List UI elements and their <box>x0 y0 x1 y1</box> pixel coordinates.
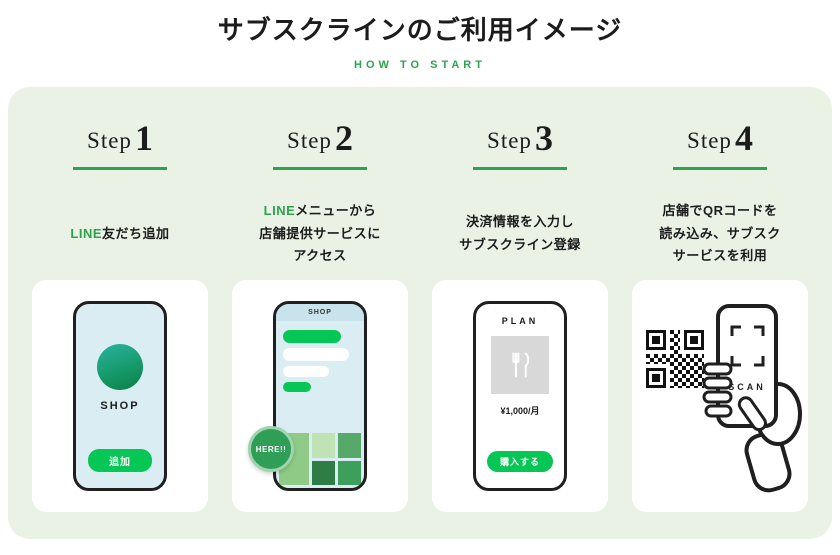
step-1-phone-illustration: SHOP 追加 <box>73 301 167 491</box>
step-4-heading: Step4 <box>673 117 767 170</box>
step-2-desc-text-2: 店舗提供サービスに <box>259 225 381 241</box>
chat-bubble <box>283 330 341 343</box>
step-2-number: 2 <box>334 118 353 158</box>
step-1-desc-text: 友だち追加 <box>102 225 170 241</box>
step-4-card: SCAN <box>632 280 808 512</box>
step-3-label: Step <box>487 128 532 153</box>
step-2-card: SHOP HERE!! <box>232 280 408 512</box>
step-4-number: 4 <box>734 118 753 158</box>
scan-label: SCAN <box>728 382 766 392</box>
chat-bubble <box>283 366 329 377</box>
page-subtitle: HOW TO START <box>354 59 486 71</box>
step-2-desc-line: LINEメニューから <box>259 200 381 223</box>
step-2-label: Step <box>287 128 332 153</box>
plan-label: PLAN <box>501 316 539 326</box>
add-friend-button: 追加 <box>88 449 152 472</box>
step-1-card: SHOP 追加 <box>32 280 208 512</box>
step-4-desc-text-2: 読み込み、サブスク <box>659 225 781 241</box>
chat-bubble <box>283 348 349 361</box>
step-3-card: PLAN ¥1,000/月 購入する <box>432 280 608 512</box>
rich-menu-grid <box>276 430 364 488</box>
step-1-desc-accent: LINE <box>70 225 103 241</box>
step-2-desc-text-1: メニューから <box>295 202 377 218</box>
step-2-description: LINEメニューから 店舗提供サービスに アクセス <box>259 190 381 278</box>
step-1-desc-line: LINE友だち追加 <box>70 223 169 246</box>
line-app-icon <box>97 344 143 390</box>
step-4-description: 店舗でQRコードを 読み込み、サブスク サービスを利用 <box>659 190 781 278</box>
step-column-3: Step3 決済情報を入力し サブスクライン登録 PLAN <box>432 117 608 515</box>
hand-scanning-phone-icon: SCAN <box>702 304 802 493</box>
step-3-number: 3 <box>534 118 553 158</box>
page-title: サブスクラインのご利用イメージ <box>217 15 623 45</box>
step-1-heading: Step1 <box>73 117 167 170</box>
step-3-description: 決済情報を入力し サブスクライン登録 <box>459 190 581 278</box>
step-column-2: Step2 LINEメニューから 店舗提供サービスに アクセス SHOP <box>232 117 408 515</box>
step-3-desc-text-1: 決済情報を入力し <box>465 214 574 230</box>
qr-code-icon <box>646 330 704 388</box>
step-3-desc-text-2: サブスクライン登録 <box>459 237 581 252</box>
step-4-label: Step <box>687 128 732 153</box>
step-3-phone-illustration: PLAN ¥1,000/月 購入する <box>473 301 567 491</box>
plan-price: ¥1,000/月 <box>500 406 540 416</box>
steps-panel: Step1 LINE友だち追加 SHOP 追加 Step2 <box>8 87 832 539</box>
purchase-button: 購入する <box>487 451 553 472</box>
shop-label: SHOP <box>100 400 140 412</box>
step-column-1: Step1 LINE友だち追加 SHOP 追加 <box>32 117 208 515</box>
here-badge: HERE!! <box>248 426 294 472</box>
step-1-label: Step <box>87 128 132 153</box>
step-2-desc-accent: LINE <box>263 202 296 218</box>
step-column-4: Step4 店舗でQRコードを 読み込み、サブスク サービスを利用 <box>632 117 808 515</box>
step-2-desc-text-3: アクセス <box>293 248 347 264</box>
chat-header: SHOP <box>276 304 364 321</box>
step-3-heading: Step3 <box>473 117 567 170</box>
step-1-number: 1 <box>134 118 153 158</box>
step-2-heading: Step2 <box>273 117 367 170</box>
chat-bubble <box>283 382 311 392</box>
utensils-icon <box>512 352 530 378</box>
step-4-desc-text-3: サービスを利用 <box>672 248 768 264</box>
step-4-desc-text-1: 店舗でQRコードを <box>662 202 778 218</box>
steps-grid: Step1 LINE友だち追加 SHOP 追加 Step2 <box>32 117 808 515</box>
plan-thumbnail <box>491 336 549 394</box>
step-1-description: LINE友だち追加 <box>70 190 169 278</box>
